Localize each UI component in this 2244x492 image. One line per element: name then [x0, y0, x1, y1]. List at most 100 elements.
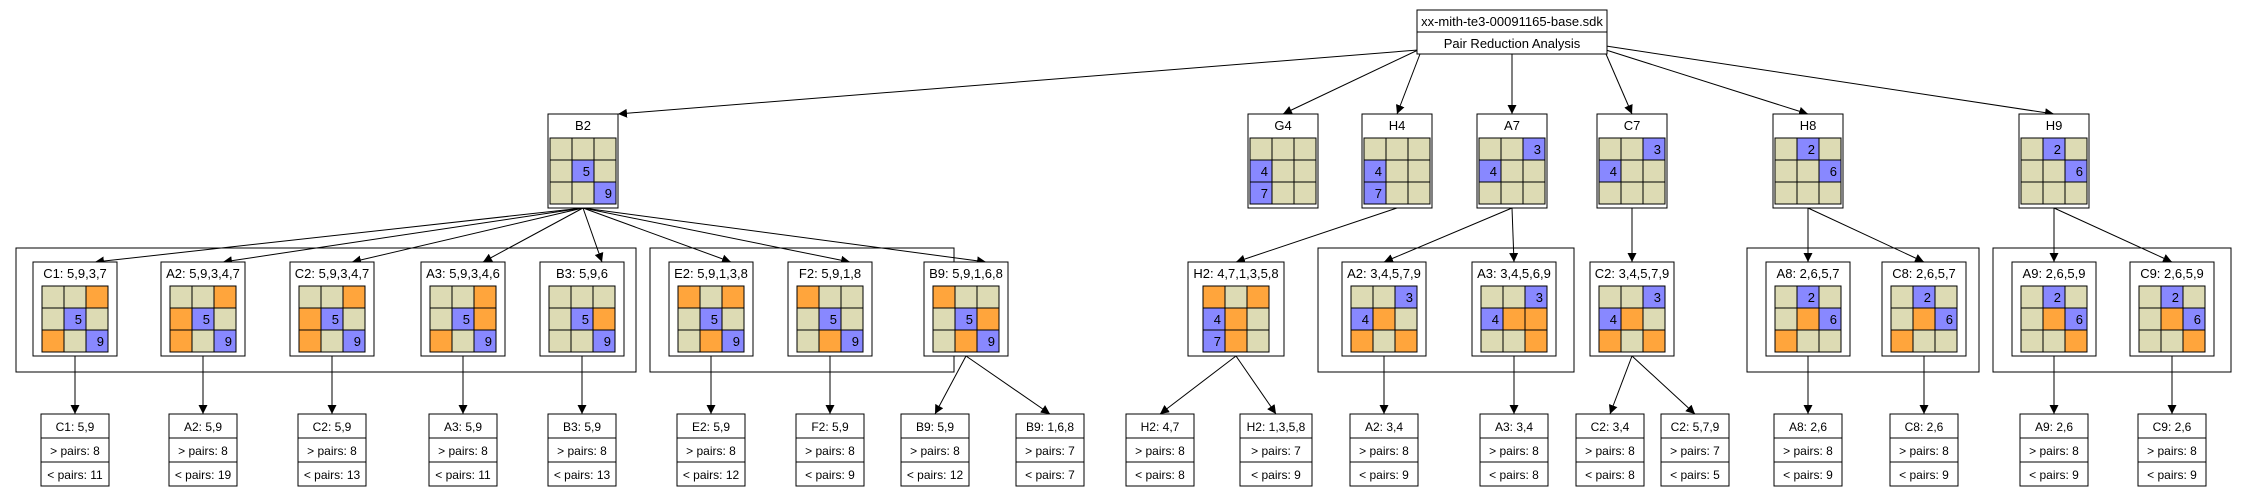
stat-greater-pairs: > pairs: 8: [910, 444, 960, 458]
level2-f2-node: F2: 5,9,1,859: [787, 261, 873, 357]
grid-cell: [954, 285, 978, 309]
grid-cell: [1524, 329, 1548, 353]
grid-cell: [2020, 285, 2044, 309]
stat-box: A2: 5,9> pairs: 8< pairs: 19: [168, 413, 238, 487]
edge-arrow: [351, 207, 584, 265]
stat-box-frame: [168, 413, 238, 487]
grid-cell: [1246, 285, 1270, 309]
stat-title: C1: 5,9: [56, 420, 95, 434]
stat-box-frame: [428, 413, 498, 487]
grid-cell: [592, 285, 616, 309]
stat-box: A2: 3,4> pairs: 8< pairs: 9: [1349, 413, 1419, 487]
stat-box-frame: [297, 413, 367, 487]
grid-cell: [85, 329, 109, 353]
grid-cell: [1620, 159, 1644, 183]
grid-cell: [1818, 181, 1842, 205]
stat-greater-pairs: > pairs: 8: [2147, 444, 2197, 458]
edge-arrow: [1807, 207, 1925, 263]
level2-b9-label: B9: 5,9,1,6,8: [929, 266, 1003, 281]
stat-greater-pairs: > pairs: 8: [307, 444, 357, 458]
stat-less-pairs: < pairs: 9: [1783, 468, 1833, 482]
grid-cell: [1293, 159, 1317, 183]
grid-cell: [2020, 137, 2044, 161]
grid-cell: [298, 329, 322, 353]
grid-cell: [2064, 137, 2088, 161]
stat-title: F2: 5,9: [811, 420, 849, 434]
edge-arrow: [1605, 49, 1809, 116]
grid-cell: [1774, 285, 1798, 309]
grid-cell: [818, 285, 842, 309]
stat-less-pairs: < pairs: 12: [907, 468, 964, 482]
grid-cell: [818, 329, 842, 353]
grid-cell: [1500, 159, 1524, 183]
grid-cell: [1502, 329, 1526, 353]
grid-cell: [1478, 137, 1502, 161]
grid-cell: [592, 307, 616, 331]
stat-title: A2: 5,9: [184, 420, 222, 434]
level2-a2-node: A2: 5,9,3,4,759: [160, 261, 246, 357]
level2-a9-node: A9: 2,6,5,926: [2011, 261, 2097, 357]
grid-cell: [169, 285, 193, 309]
cell-digit: 9: [605, 186, 612, 201]
grid-cell: [1293, 137, 1317, 161]
root-title: xx-mith-te3-00091165-base.sdk: [1421, 14, 1603, 29]
grid-cell: [840, 307, 864, 331]
stat-title: H2: 1,3,5,8: [1247, 420, 1306, 434]
cell-digit: 5: [75, 312, 82, 327]
cell-digit: 2: [1924, 290, 1931, 305]
stat-greater-pairs: > pairs: 8: [1489, 444, 1539, 458]
grid-cell: [1890, 285, 1914, 309]
stat-less-pairs: < pairs: 9: [805, 468, 855, 482]
level1-b2-label: B2: [575, 118, 591, 133]
grid-cell: [1774, 159, 1798, 183]
cell-digit: 7: [1375, 186, 1382, 201]
grid-cell: [570, 329, 594, 353]
grid-cell: [1620, 285, 1644, 309]
stat-box: A3: 3,4> pairs: 8< pairs: 8: [1479, 413, 1549, 487]
cell-digit: 2: [1808, 142, 1815, 157]
stat-title: C2: 3,4: [1591, 420, 1630, 434]
grid-cell: [2020, 307, 2044, 331]
level2-a3-node: A3: 5,9,3,4,659: [420, 261, 506, 357]
cell-digit: 6: [2076, 312, 2083, 327]
cluster-frame: [15, 247, 637, 373]
stat-less-pairs: < pairs: 19: [175, 468, 232, 482]
grid-cell: [298, 307, 322, 331]
stat-box: C2: 5,9> pairs: 8< pairs: 13: [297, 413, 367, 487]
grid-cell: [1620, 307, 1644, 331]
stat-greater-pairs: > pairs: 8: [1899, 444, 1949, 458]
edge-arrow: [582, 207, 604, 263]
grid-cell: [63, 285, 87, 309]
grid-cell: [1385, 159, 1409, 183]
grid-cell: [85, 285, 109, 309]
edge-arrow: [934, 355, 967, 415]
level1-c7-label: C7: [1624, 118, 1641, 133]
grid-cell: [213, 329, 237, 353]
stat-greater-pairs: > pairs: 8: [438, 444, 488, 458]
grid-cell: [1500, 137, 1524, 161]
stat-title: C9: 2,6: [2153, 420, 2192, 434]
grid-cell: [932, 329, 956, 353]
stat-box-frame: [1575, 413, 1645, 487]
level2-a8-label: A8: 2,6,5,7: [1777, 266, 1840, 281]
grid-cell: [1372, 307, 1396, 331]
level1-h8-label: H8: [1800, 118, 1817, 133]
stat-greater-pairs: > pairs: 8: [805, 444, 855, 458]
grid-cell: [1271, 181, 1295, 205]
grid-cell: [1524, 307, 1548, 331]
cell-digit: 2: [2054, 290, 2061, 305]
grid-cell: [1202, 285, 1226, 309]
stat-less-pairs: < pairs: 11: [47, 468, 103, 482]
level1-g4-label: G4: [1274, 118, 1291, 133]
stat-title: A3: 3,4: [1495, 420, 1533, 434]
stat-title: B3: 5,9: [563, 420, 601, 434]
edge-arrow: [1159, 355, 1237, 415]
grid-cell: [1890, 307, 1914, 331]
grid-cell: [548, 307, 572, 331]
grid-cell: [1394, 307, 1418, 331]
